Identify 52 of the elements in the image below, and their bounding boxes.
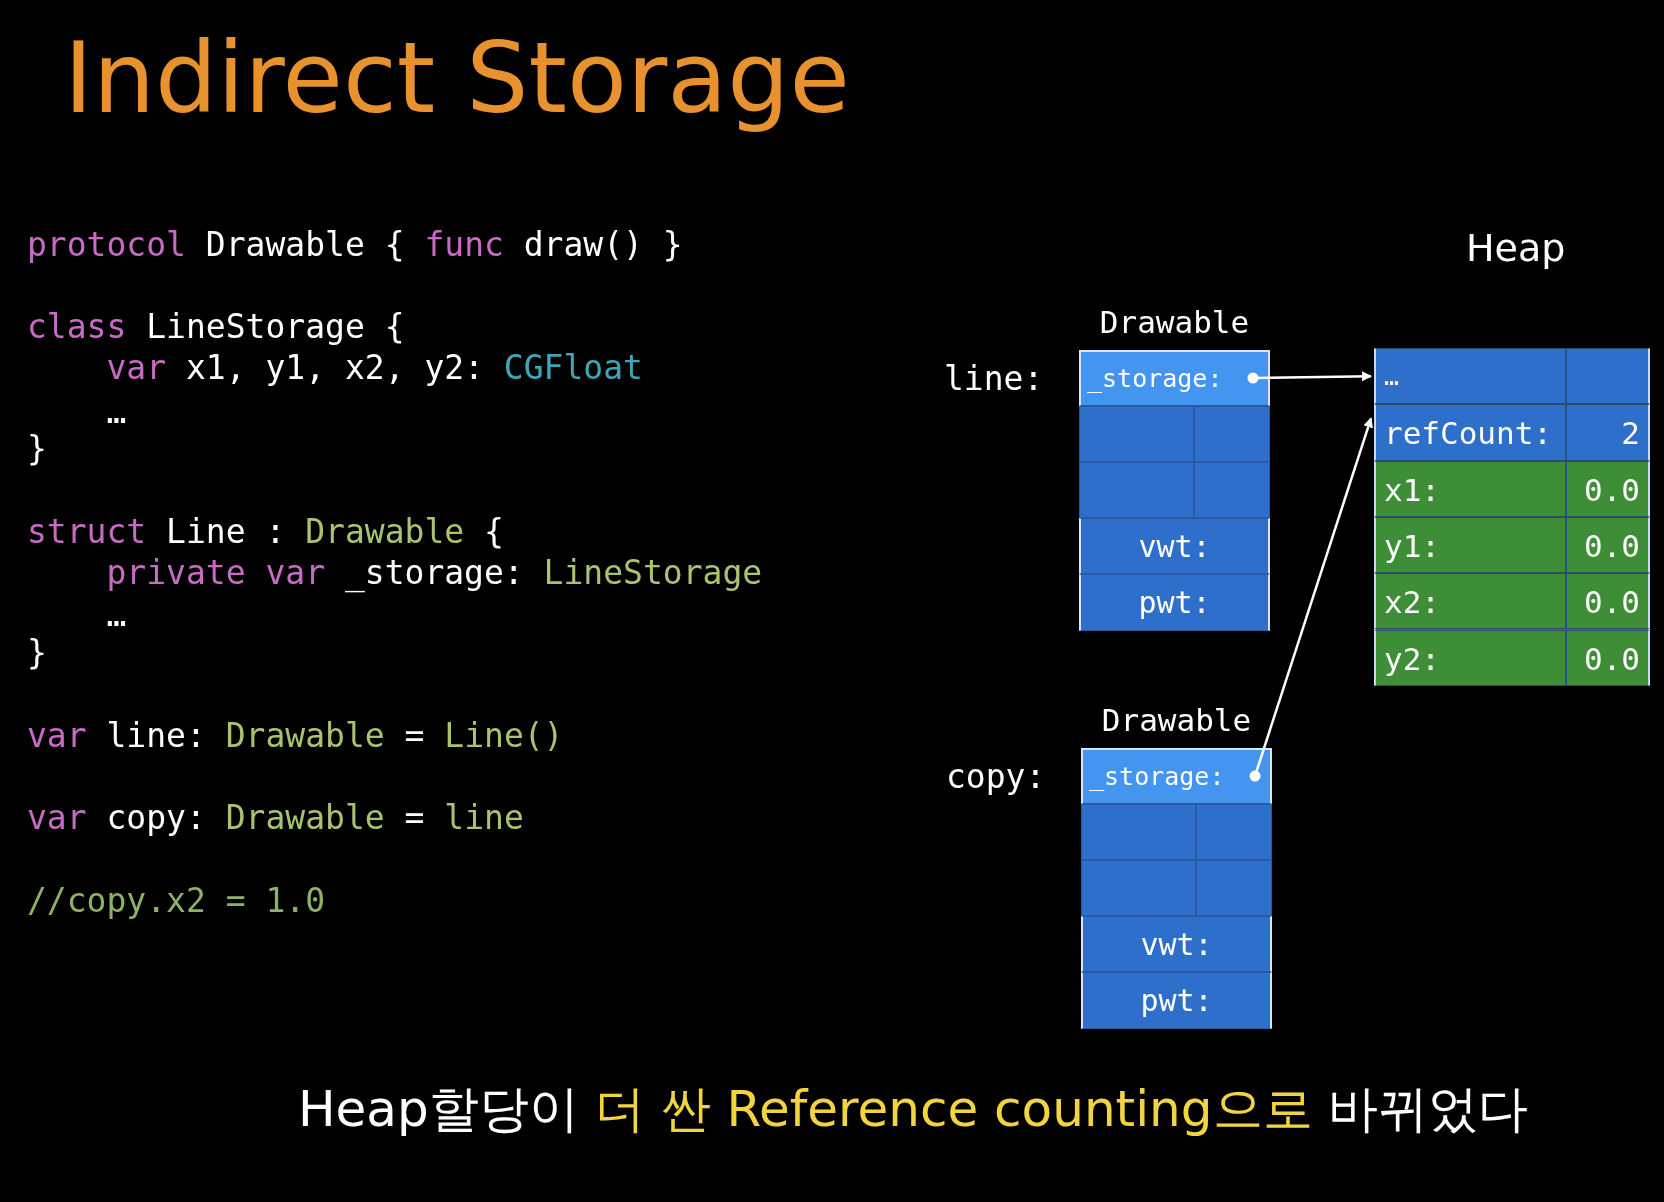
memory-cell bbox=[1081, 860, 1196, 916]
witness-table-cell: pwt: bbox=[1081, 972, 1272, 1029]
code-line: } bbox=[27, 428, 47, 470]
title: Indirect Storage bbox=[64, 20, 850, 137]
storage-cell: _storage: bbox=[1079, 350, 1270, 406]
field-value: 0.0 bbox=[1584, 639, 1640, 679]
field-label: y2: bbox=[1384, 639, 1440, 679]
field-label: x2: bbox=[1384, 583, 1440, 623]
field-label: refCount: bbox=[1384, 414, 1552, 454]
variable-name: copy: bbox=[946, 756, 1046, 798]
field-value: 0.0 bbox=[1584, 583, 1640, 623]
code-line: … bbox=[105, 594, 127, 636]
pointer-arrow bbox=[1249, 417, 1373, 782]
memory-cell bbox=[1079, 406, 1194, 462]
witness-table-cell: pwt: bbox=[1079, 574, 1270, 631]
witness-table-cell: vwt: bbox=[1081, 916, 1272, 972]
field-label: x1: bbox=[1384, 470, 1440, 510]
field-label: … bbox=[1384, 361, 1400, 393]
code-line: var copy: Drawable = line bbox=[27, 797, 524, 839]
field-value: 0.0 bbox=[1584, 526, 1640, 566]
storage-cell: _storage: bbox=[1081, 748, 1272, 804]
code-line: protocol Drawable { func draw() } bbox=[27, 224, 683, 266]
memory-cell bbox=[1079, 462, 1194, 518]
box-heading: Drawable bbox=[1098, 303, 1251, 342]
memory-cell bbox=[1194, 462, 1270, 518]
heap-row bbox=[1374, 348, 1650, 405]
memory-cell bbox=[1081, 804, 1196, 860]
code-line: var x1, y1, x2, y2: CGFloat bbox=[105, 347, 643, 389]
box-heading: Drawable bbox=[1100, 701, 1253, 740]
pointer-arrow bbox=[1247, 371, 1372, 384]
witness-table-cell: vwt: bbox=[1079, 518, 1270, 574]
heap-row bbox=[1374, 629, 1650, 686]
code-line: private var _storage: LineStorage bbox=[105, 552, 763, 594]
box-heading: Heap bbox=[1466, 225, 1566, 272]
heap-row bbox=[1374, 573, 1650, 630]
heap-row bbox=[1374, 460, 1650, 517]
memory-cell bbox=[1196, 804, 1272, 860]
subtitle: Heap할당이 더 싼 Reference counting으로 바뀌었다 bbox=[298, 1079, 1529, 1140]
memory-cell bbox=[1194, 406, 1270, 462]
field-value: 2 bbox=[1621, 414, 1640, 454]
code-line: struct Line : Drawable { bbox=[27, 511, 504, 553]
code-line: … bbox=[105, 391, 127, 433]
code-line: } bbox=[27, 632, 47, 674]
code-line: var line: Drawable = Line() bbox=[27, 715, 564, 757]
heap-row bbox=[1374, 516, 1650, 574]
memory-cell bbox=[1196, 860, 1272, 916]
field-label: y1: bbox=[1384, 526, 1440, 566]
field-value: 0.0 bbox=[1584, 470, 1640, 510]
code-line: class LineStorage { bbox=[27, 306, 405, 348]
variable-name: line: bbox=[944, 358, 1044, 400]
code-line: //copy.x2 = 1.0 bbox=[27, 880, 325, 922]
heap-row bbox=[1374, 404, 1650, 461]
